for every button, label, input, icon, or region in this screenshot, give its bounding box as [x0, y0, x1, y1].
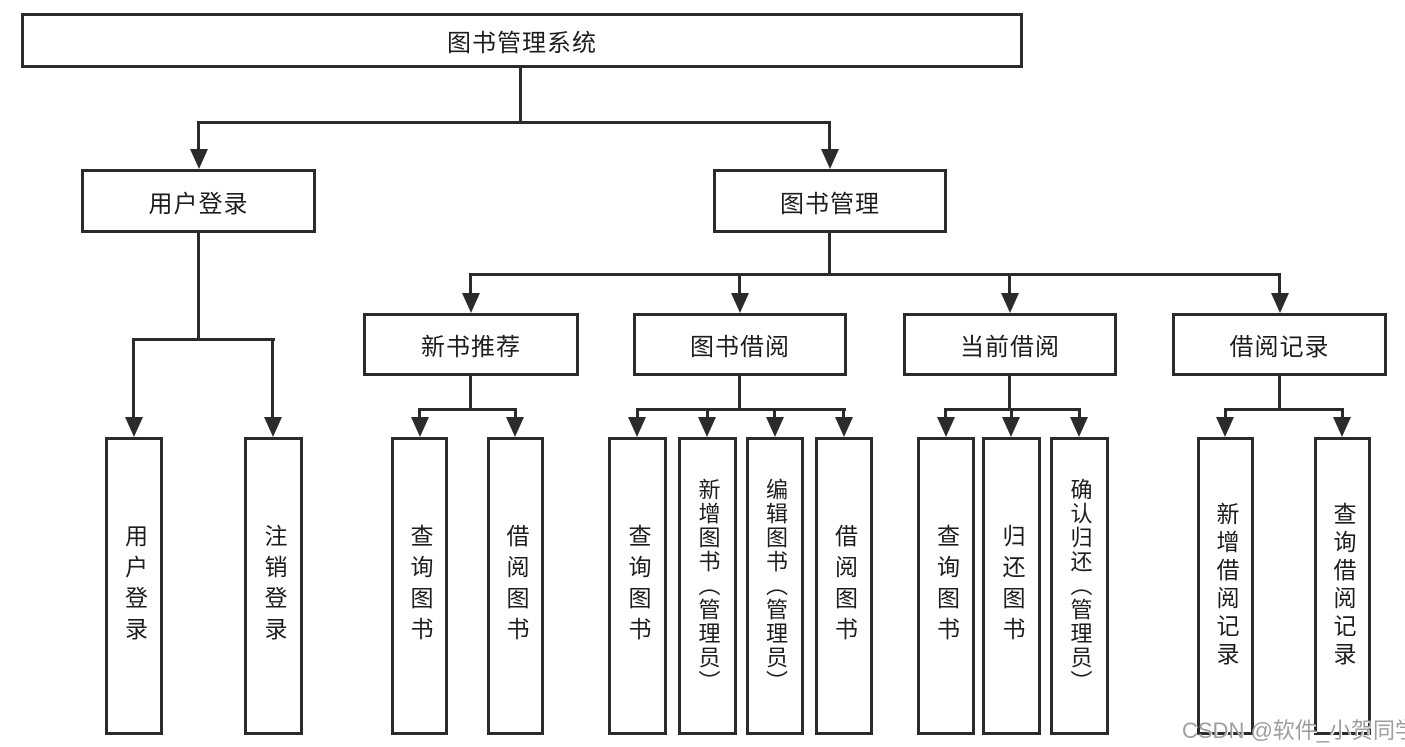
arrow-down-icon — [835, 417, 853, 437]
node-label: 新书推荐 — [421, 334, 521, 361]
connector-level3-drop — [469, 273, 472, 293]
connector-leaf-drop — [132, 338, 135, 417]
leaf-borrow-books: 借阅图书 — [815, 437, 873, 735]
connector-book-mgmt-stem — [828, 233, 831, 273]
connector-leaf-drop — [842, 408, 845, 417]
leaf-borrow-books: 借阅图书 — [487, 437, 544, 735]
arrow-down-icon — [462, 293, 480, 313]
node-label: 用户登录 — [148, 190, 249, 218]
node-book-management: 图书管理 — [713, 169, 947, 233]
node-label: 图书借阅 — [690, 334, 790, 361]
node-label: 借阅记录 — [1229, 334, 1330, 361]
node-book-borrowing: 图书借阅 — [633, 313, 847, 376]
arrow-down-icon — [1001, 293, 1019, 313]
leaf-label: 注销登录 — [261, 524, 287, 648]
connector-leaf-drop — [1010, 408, 1013, 417]
leaf-add-borrow-record: 新增借阅记录 — [1197, 437, 1254, 735]
connector-leaf-drop — [514, 408, 517, 417]
leaf-query-borrow-record: 查询借阅记录 — [1314, 437, 1371, 735]
arrow-down-icon — [506, 417, 524, 437]
leaf-add-books-admin: 新增图书（管理员） — [678, 437, 737, 735]
connector-group-bar — [1224, 408, 1344, 411]
leaf-return-books: 归还图书 — [982, 437, 1041, 735]
leaf-label: 新增借阅记录 — [1213, 502, 1239, 670]
connector-group-stem — [1008, 376, 1011, 408]
leaf-query-books: 查询图书 — [917, 437, 975, 735]
leaf-label: 确认归还（管理员） — [1067, 478, 1093, 694]
node-new-book-recommend: 新书推荐 — [363, 313, 579, 376]
leaf-edit-books-admin: 编辑图书（管理员） — [746, 437, 804, 735]
connector-level3-drop — [738, 273, 741, 293]
leaf-label: 查询图书 — [625, 524, 651, 648]
leaf-label: 查询图书 — [407, 524, 433, 648]
leaf-label: 归还图书 — [999, 524, 1025, 648]
leaf-logout: 注销登录 — [244, 437, 303, 735]
connector-leaf-drop — [418, 408, 421, 417]
node-label: 当前借阅 — [960, 334, 1060, 361]
leaf-query-books: 查询图书 — [608, 437, 667, 735]
connector-group-bar — [419, 408, 517, 411]
connector-level3-drop — [1278, 273, 1281, 293]
connector-user-login-stem — [197, 233, 200, 338]
leaf-user-login: 用户登录 — [105, 437, 163, 735]
node-library-management-system: 图书管理系统 — [21, 13, 1023, 68]
connector-leaf-drop — [1341, 408, 1344, 417]
leaf-label: 编辑图书（管理员） — [763, 478, 788, 694]
node-label: 图书管理系统 — [447, 30, 597, 57]
leaf-query-books: 查询图书 — [391, 437, 448, 735]
arrow-down-icon — [1002, 417, 1020, 437]
connector-level3-drop — [1008, 273, 1011, 293]
leaf-confirm-return-admin: 确认归还（管理员） — [1050, 437, 1109, 735]
connector-group-stem — [469, 375, 472, 408]
arrow-down-icon — [937, 417, 955, 437]
arrow-down-icon — [698, 417, 716, 437]
arrow-down-icon — [821, 149, 839, 169]
connector-user-login-bar — [133, 338, 275, 341]
connector-level3-bar — [470, 273, 1281, 276]
arrow-down-icon — [1271, 293, 1289, 313]
arrow-down-icon — [731, 293, 749, 313]
arrow-down-icon — [190, 149, 208, 169]
leaf-label: 用户登录 — [121, 524, 148, 648]
connector-leaf-drop — [636, 408, 639, 417]
leaf-label: 查询图书 — [933, 524, 960, 648]
connector-leaf-drop — [773, 408, 776, 417]
connector-leaf-drop — [944, 408, 947, 417]
leaf-label: 新增图书（管理员） — [695, 478, 721, 694]
arrow-down-icon — [411, 417, 429, 437]
node-label: 图书管理 — [780, 190, 880, 218]
connector-group-stem — [1278, 375, 1281, 408]
node-borrowing-records: 借阅记录 — [1172, 313, 1387, 376]
connector-group-stem — [738, 376, 741, 408]
arrow-down-icon — [264, 417, 282, 437]
connector-level2-bar — [198, 121, 831, 124]
arrow-down-icon — [1216, 417, 1234, 437]
leaf-label: 查询借阅记录 — [1330, 502, 1356, 670]
csdn-watermark: CSDN @软件_小贺同学 — [1182, 718, 1405, 743]
arrow-down-icon — [628, 417, 646, 437]
connector-leaf-drop — [1224, 408, 1227, 417]
connector-leaf-drop — [706, 408, 709, 417]
connector-group-bar — [636, 408, 846, 411]
arrow-down-icon — [125, 417, 143, 437]
arrow-down-icon — [1333, 417, 1351, 437]
connector-root-stem — [519, 68, 522, 122]
node-current-borrowing: 当前借阅 — [903, 313, 1117, 376]
leaf-label: 借阅图书 — [503, 524, 529, 648]
arrow-down-icon — [1070, 417, 1088, 437]
connector-group-bar — [945, 408, 1081, 411]
connector-book-mgmt-drop — [828, 121, 831, 149]
connector-leaf-drop — [1078, 408, 1081, 417]
node-user-login: 用户登录 — [81, 169, 316, 233]
arrow-down-icon — [766, 417, 784, 437]
leaf-label: 借阅图书 — [831, 524, 858, 648]
connector-user-login-drop — [197, 121, 200, 149]
connector-leaf-drop — [271, 338, 274, 417]
